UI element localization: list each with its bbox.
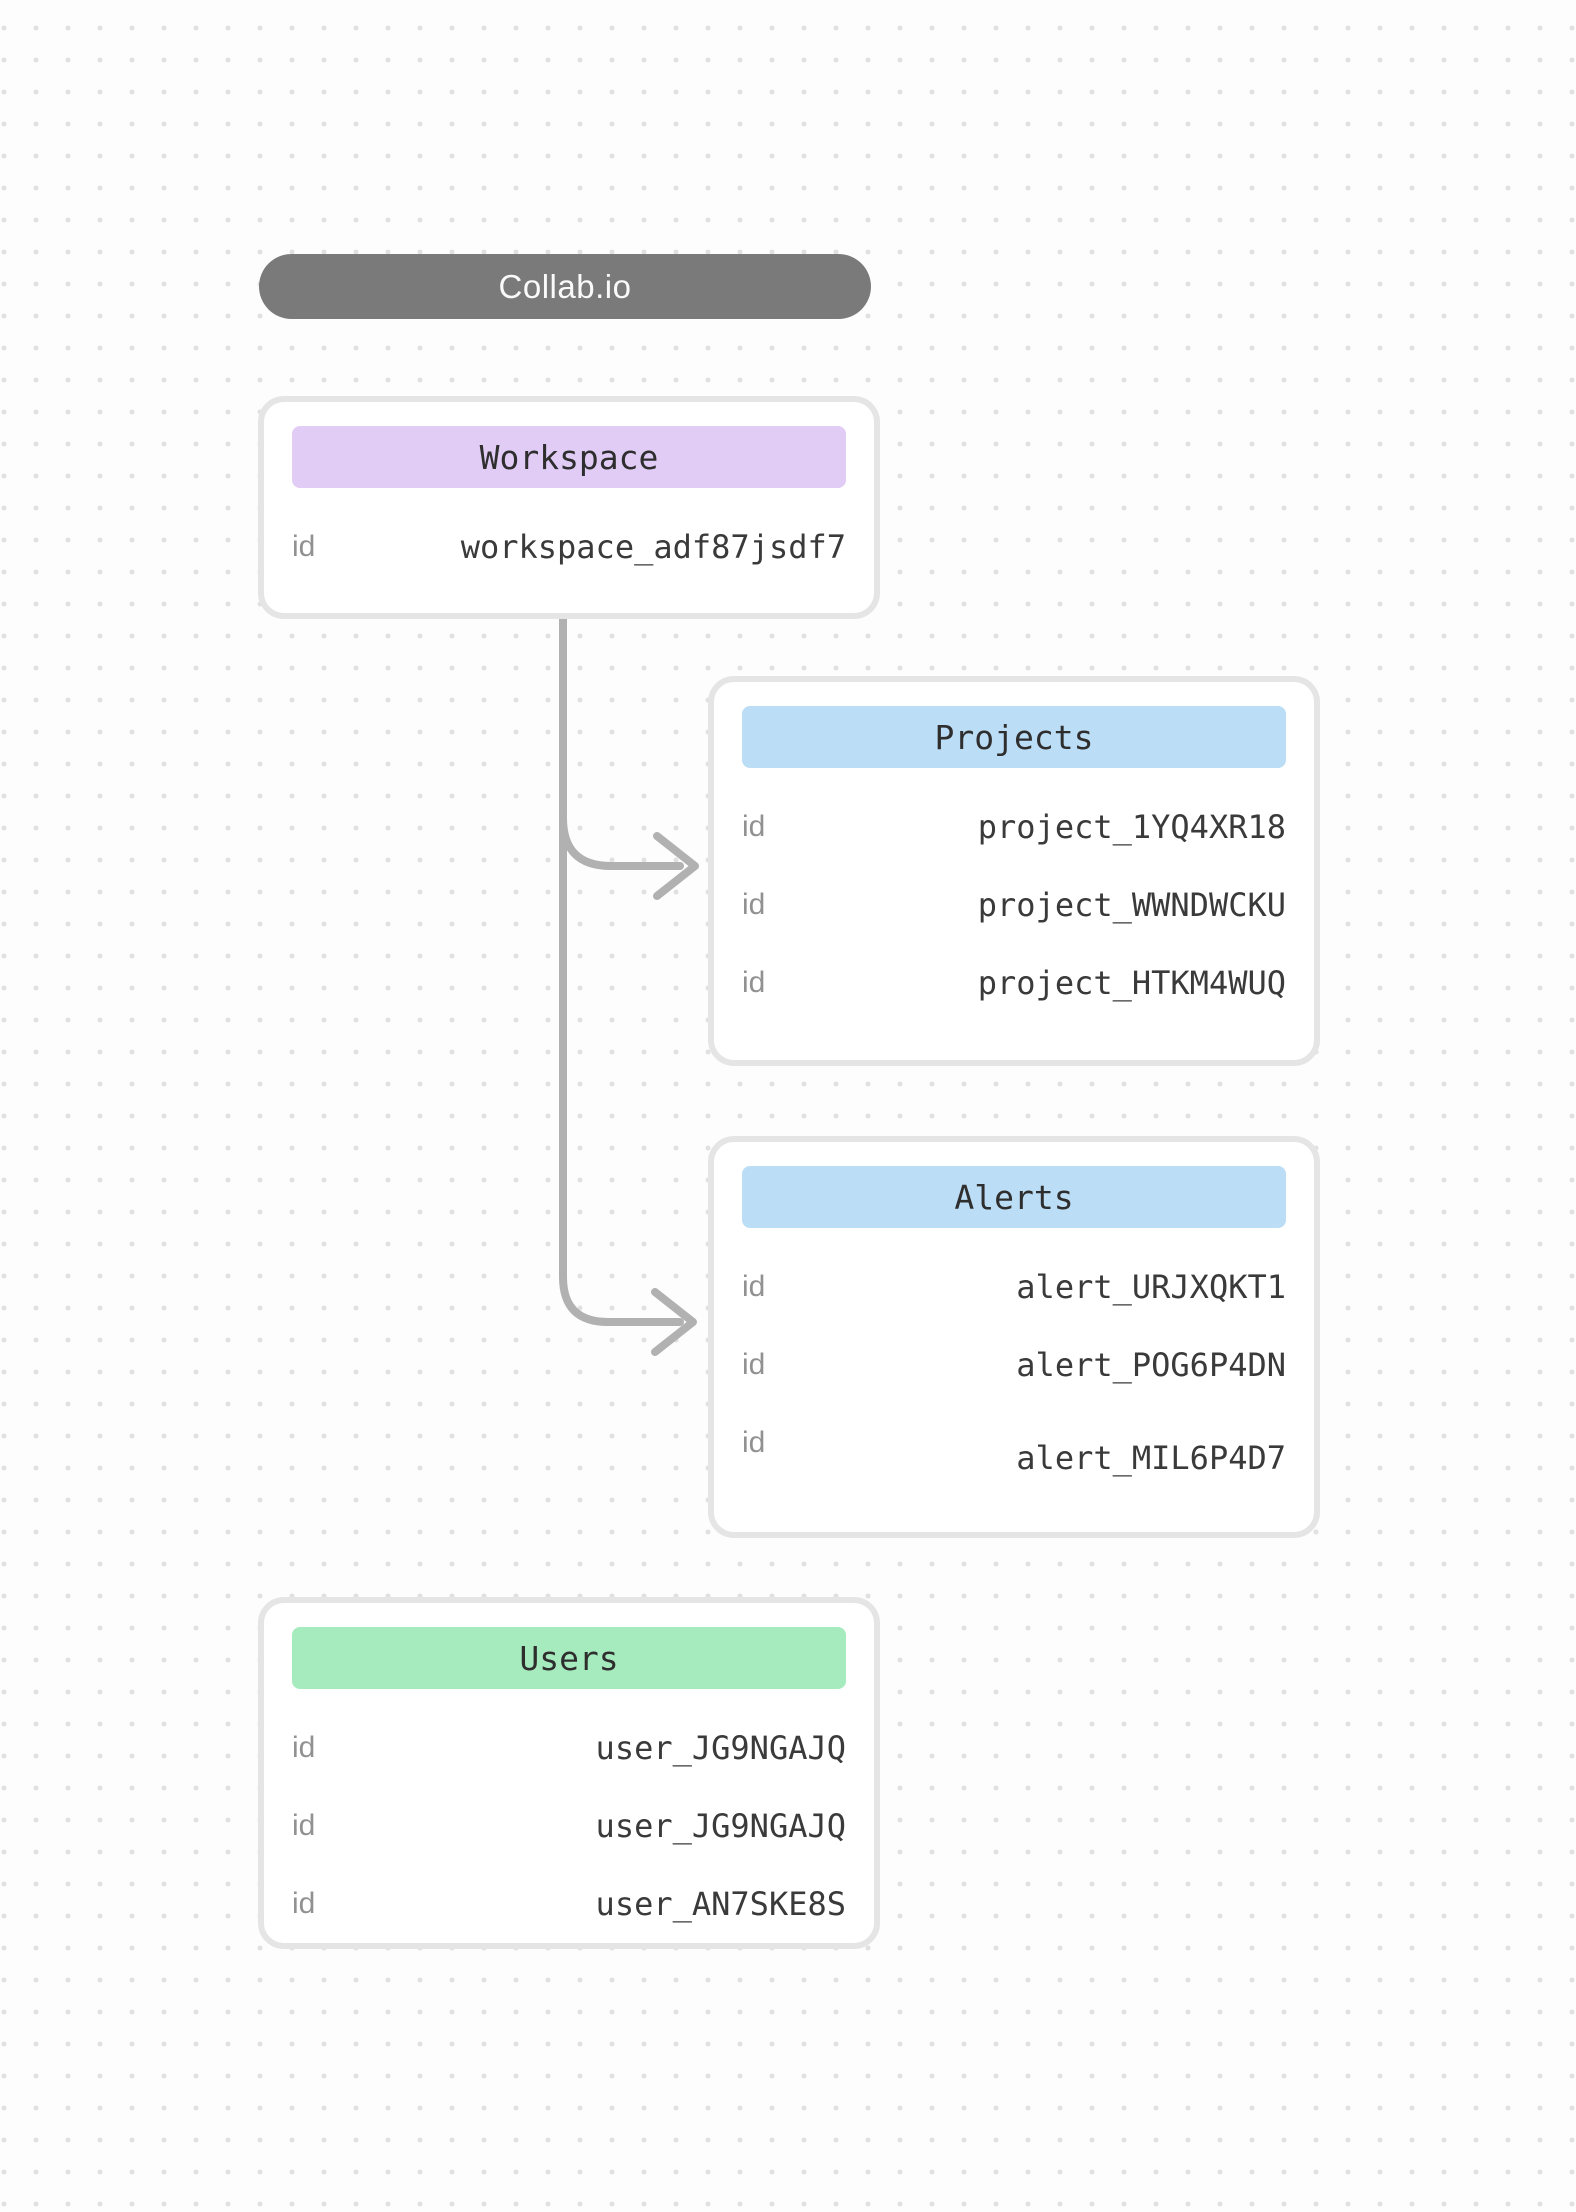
entity-header-users: Users — [292, 1627, 846, 1689]
field-value: alert_POG6P4DN — [1016, 1346, 1286, 1384]
field-row: id project_HTKM4WUQ — [742, 944, 1286, 1022]
field-label: id — [292, 530, 316, 563]
brand-pill[interactable]: Collab.io — [259, 254, 871, 319]
field-label: id — [292, 1809, 316, 1842]
field-value: project_HTKM4WUQ — [977, 964, 1286, 1002]
entity-card-alerts[interactable]: Alerts id alert_URJXQKT1 id alert_POG6P4… — [708, 1136, 1320, 1538]
field-value: user_JG9NGAJQ — [595, 1807, 846, 1845]
field-value: user_AN7SKE8S — [595, 1885, 846, 1923]
field-row: id alert_POG6P4DN — [742, 1326, 1286, 1404]
field-label: id — [292, 1887, 316, 1920]
entity-card-workspace[interactable]: Workspace id workspace_adf87jsdf7 — [258, 396, 880, 619]
field-row: id workspace_adf87jsdf7 — [292, 508, 846, 586]
entity-header-workspace: Workspace — [292, 426, 846, 488]
field-label: id — [292, 1731, 316, 1764]
entity-header-projects: Projects — [742, 706, 1286, 768]
field-value: project_WWNDWCKU — [977, 886, 1286, 924]
entity-header-alerts: Alerts — [742, 1166, 1286, 1228]
field-label: id — [742, 810, 766, 843]
arrowhead-alerts-icon — [651, 1288, 697, 1356]
field-label: id — [742, 1348, 766, 1381]
entity-card-projects[interactable]: Projects id project_1YQ4XR18 id project_… — [708, 676, 1320, 1066]
field-label: id — [742, 966, 766, 999]
field-value: alert_URJXQKT1 — [1016, 1268, 1286, 1306]
field-label: id — [742, 1426, 766, 1459]
field-row: id alert_URJXQKT1 — [742, 1248, 1286, 1326]
field-row: id user_AN7SKE8S — [292, 1865, 846, 1943]
field-row: id user_JG9NGAJQ — [292, 1709, 846, 1787]
brand-pill-label: Collab.io — [498, 267, 632, 305]
field-label: id — [742, 888, 766, 921]
connector-workspace-projects-line — [559, 814, 684, 870]
field-value: project_1YQ4XR18 — [977, 808, 1286, 846]
field-row: id project_1YQ4XR18 — [742, 788, 1286, 866]
field-value: workspace_adf87jsdf7 — [460, 528, 846, 566]
entity-card-users[interactable]: Users id user_JG9NGAJQ id user_JG9NGAJQ … — [258, 1597, 880, 1949]
field-row: id user_JG9NGAJQ — [292, 1787, 846, 1865]
arrowhead-projects-icon — [653, 832, 699, 900]
field-label: id — [742, 1270, 766, 1303]
field-row: id alert_MIL6P4D7 — [742, 1404, 1286, 1482]
field-row: id project_WWNDWCKU — [742, 866, 1286, 944]
connector-workspace-alerts-line — [559, 615, 684, 1326]
field-value: alert_MIL6P4D7 — [1016, 1439, 1286, 1477]
field-value: user_JG9NGAJQ — [595, 1729, 846, 1767]
